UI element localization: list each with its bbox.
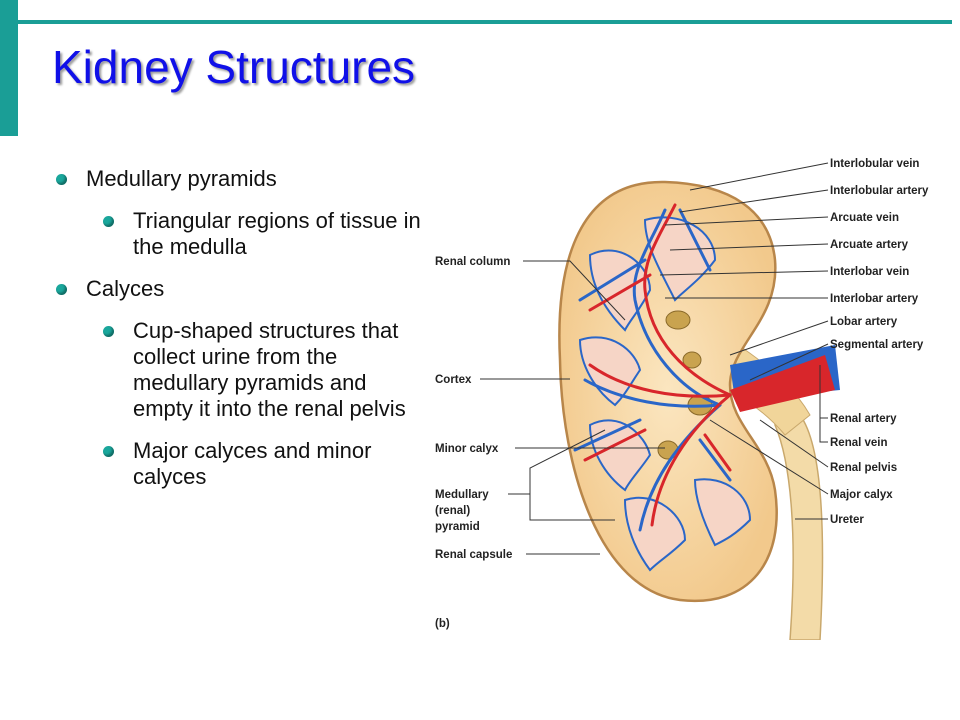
bullet-text: Medullary pyramids [86,166,277,191]
sub-bullet-text: Triangular regions of tissue in the medu… [133,208,421,259]
ureter-shape [773,417,824,640]
medullary-pyramids [578,216,752,572]
panel-label: (b) [435,618,450,630]
label-renal-column: Renal column [435,256,510,268]
label-renal-pelvis: Renal pelvis [830,462,897,474]
label-major-calyx: Major calyx [830,489,893,501]
label-renal-capsule: Renal capsule [435,549,512,561]
label-segmental-artery: Segmental artery [830,339,924,351]
left-labels: Renal column Cortex Minor calyx Medullar… [435,256,512,561]
right-labels: Interlobular vein Interlobular artery Ar… [830,158,929,526]
label-cortex: Cortex [435,374,472,386]
label-interlobular-artery: Interlobular artery [830,185,929,197]
label-arcuate-artery: Arcuate artery [830,239,909,251]
accent-bar [0,0,18,136]
label-interlobar-artery: Interlobar artery [830,293,919,305]
renal-artery-shape [730,355,835,412]
label-medullary-3: pyramid [435,521,480,533]
bullet-dot-icon [103,326,114,337]
sub-bullet-text: Major calyces and minor calyces [133,438,372,489]
label-renal-artery: Renal artery [830,413,897,425]
label-interlobular-vein: Interlobular vein [830,158,919,170]
sub-bullet-text: Cup-shaped structures that collect urine… [133,318,406,421]
title-rule [18,20,952,24]
arteries [583,203,732,527]
label-interlobar-vein: Interlobar vein [830,266,909,278]
sub-bullet-triangular-regions: Triangular regions of tissue in the medu… [50,208,430,260]
bullet-dot-icon [103,446,114,457]
label-renal-vein: Renal vein [830,437,888,449]
bullet-medullary-pyramids: Medullary pyramids [50,166,430,192]
label-arcuate-vein: Arcuate vein [830,212,899,224]
label-lobar-artery: Lobar artery [830,316,898,328]
label-minor-calyx: Minor calyx [435,443,499,455]
bullet-dot-icon [103,216,114,227]
right-leader-lines [659,162,829,520]
slide-title: Kidney Structures [52,41,416,93]
sub-bullet-cup-shaped: Cup-shaped structures that collect urine… [50,318,430,422]
kidney-diagram: Interlobular vein Interlobular artery Ar… [435,158,929,640]
label-ureter: Ureter [830,514,864,526]
bullet-list: Medullary pyramids Triangular regions of… [50,166,430,506]
left-leader-lines [480,260,665,555]
bullet-dot-icon [56,174,67,185]
bullet-calyces: Calyces [50,276,430,302]
label-medullary-2: (renal) [435,505,470,517]
label-medullary-1: Medullary [435,489,489,501]
sub-bullet-major-minor: Major calyces and minor calyces [50,438,430,490]
bullet-text: Calyces [86,276,165,301]
bullet-dot-icon [56,284,67,295]
